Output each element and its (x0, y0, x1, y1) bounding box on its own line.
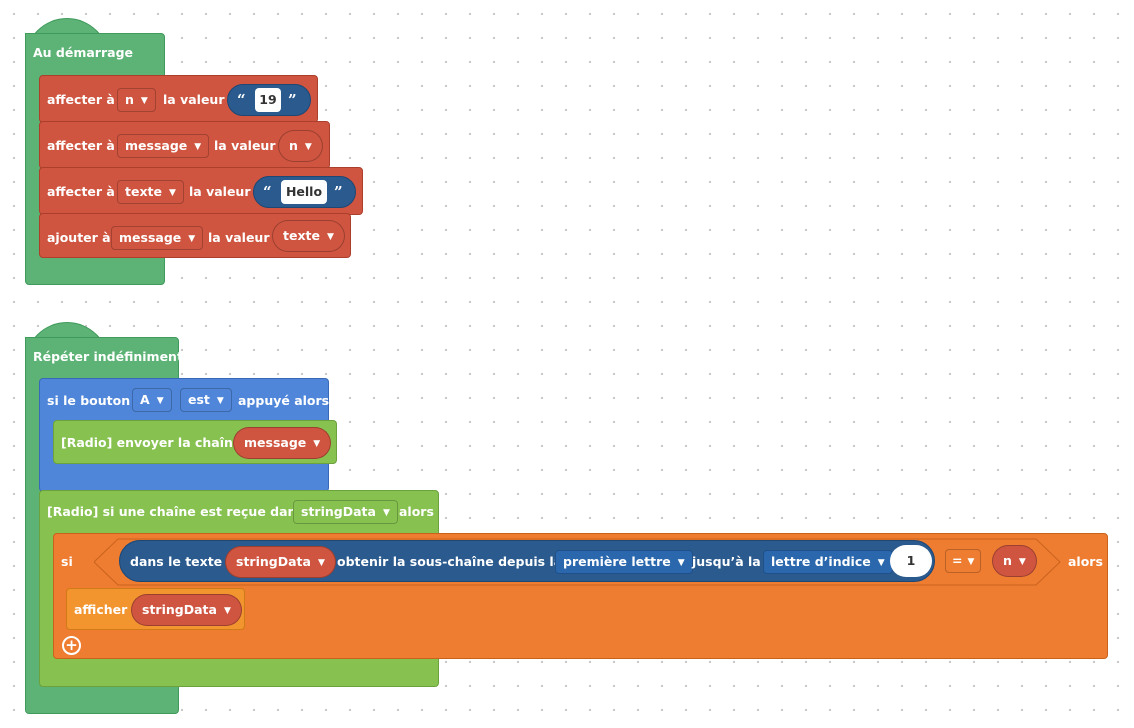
variable-name: stringData (142, 602, 217, 617)
set-texte-block[interactable]: affecter à texte ▼ la valeur “ Hello ” (39, 167, 363, 215)
open-quote-icon: “ (237, 91, 246, 109)
substring-to-dropdown[interactable]: lettre d’indice ▼ (763, 550, 893, 574)
substring-from-dropdown[interactable]: première lettre ▼ (555, 550, 693, 574)
chevron-down-icon: ▼ (140, 96, 148, 106)
variable-stringdata-show-reporter[interactable]: stringData ▼ (131, 594, 242, 626)
to-option: lettre d’indice (771, 554, 871, 569)
button-state: est (188, 392, 210, 407)
variable-name: n (289, 138, 298, 153)
button-state-dropdown[interactable]: est ▼ (180, 388, 232, 412)
chevron-down-icon: ▼ (304, 142, 312, 152)
set-message-label: affecter à (47, 138, 115, 153)
set-n-value-label: la valeur (163, 92, 225, 107)
variable-name: texte (283, 228, 320, 243)
variable-name: texte (125, 184, 162, 199)
show-label: afficher (74, 602, 128, 617)
variable-message-reporter[interactable]: message ▼ (233, 427, 332, 459)
get-substring-label: obtenir la sous-chaîne depuis la (337, 554, 563, 569)
button-select-dropdown[interactable]: A▼ (132, 388, 172, 412)
index-number-input[interactable]: 1 (890, 545, 932, 577)
variable-name: message (125, 138, 188, 153)
chevron-down-icon: ▼ (382, 508, 390, 518)
substring-reporter[interactable]: dans le texte stringData ▼ obtenir la sou… (119, 540, 935, 582)
show-string-block[interactable]: afficher stringData ▼ (66, 588, 245, 630)
start-block-title: Au démarrage (33, 45, 133, 60)
chevron-down-icon: ▼ (317, 558, 325, 568)
forever-block-title: Répéter indéfiniment (33, 349, 183, 364)
change-message-block[interactable]: ajouter à message ▼ la valeur texte ▼ (39, 213, 351, 258)
radio-received-label: [Radio] si une chaîne est reçue dans (47, 504, 304, 519)
string-literal-19[interactable]: “ 19 ” (227, 84, 311, 116)
set-n-block[interactable]: affecter à n▼ la valeur “ 19 ” (39, 75, 318, 123)
variable-name: message (119, 230, 182, 245)
chevron-down-icon: ▼ (223, 606, 231, 616)
chevron-down-icon: ▼ (677, 558, 685, 568)
if-label: si (61, 554, 73, 569)
chevron-down-icon: ▼ (967, 557, 975, 567)
operator-dropdown[interactable]: =▼ (945, 549, 982, 573)
chevron-down-icon: ▼ (1018, 557, 1026, 567)
variable-stringdata-reporter[interactable]: stringData ▼ (225, 546, 336, 578)
variable-name: n (125, 92, 134, 107)
variable-name: n (1003, 553, 1012, 568)
from-option: première lettre (563, 554, 671, 569)
variable-name: message (244, 435, 307, 450)
variable-n-reporter[interactable]: n▼ (278, 130, 323, 162)
open-quote-icon: “ (263, 183, 272, 201)
operator-symbol: = (952, 553, 963, 568)
change-message-label: ajouter à (47, 230, 111, 245)
set-message-block[interactable]: affecter à message▼ la valeur n▼ (39, 121, 330, 169)
close-quote-icon: ” (288, 91, 297, 109)
in-text-label: dans le texte (130, 554, 223, 569)
chevron-down-icon: ▼ (194, 142, 202, 152)
set-n-label: affecter à (47, 92, 115, 107)
change-message-variable-dropdown[interactable]: message ▼ (111, 226, 204, 250)
chevron-down-icon: ▼ (313, 439, 321, 449)
string-input[interactable]: 19 (255, 88, 281, 112)
variable-texte-reporter[interactable]: texte ▼ (272, 220, 345, 252)
chevron-down-icon: ▼ (877, 558, 885, 568)
chevron-down-icon: ▼ (188, 234, 196, 244)
variable-name: stringData (301, 504, 376, 519)
chevron-down-icon: ▼ (216, 396, 224, 406)
then-label: alors (1068, 554, 1103, 569)
set-message-value-label: la valeur (214, 138, 276, 153)
change-message-value-label: la valeur (208, 230, 270, 245)
set-n-variable-dropdown[interactable]: n▼ (117, 88, 156, 112)
button-if-label: si le bouton (47, 393, 131, 408)
set-message-variable-dropdown[interactable]: message ▼ (117, 134, 210, 158)
if-then-block[interactable]: si alors dans le texte stringData ▼ obten… (53, 533, 1108, 659)
string-input[interactable]: Hello (281, 180, 327, 204)
add-else-plus-icon[interactable]: + (62, 636, 81, 655)
variable-n-compare-reporter[interactable]: n▼ (992, 545, 1037, 577)
set-texte-value-label: la valeur (189, 184, 251, 199)
chevron-down-icon: ▼ (168, 188, 176, 198)
set-texte-label: affecter à (47, 184, 115, 199)
received-variable-dropdown[interactable]: stringData ▼ (293, 500, 398, 524)
button-if-suffix: appuyé alors (238, 393, 330, 408)
chevron-down-icon: ▼ (326, 232, 334, 242)
chevron-down-icon: ▼ (156, 396, 164, 406)
string-literal-hello[interactable]: “ Hello ” (253, 176, 356, 208)
to-label: jusqu’à la (692, 554, 761, 569)
radio-send-label: [Radio] envoyer la chaîne (61, 435, 242, 450)
variable-name: stringData (236, 554, 311, 569)
close-quote-icon: ” (334, 183, 343, 201)
radio-received-suffix: alors (399, 504, 434, 519)
radio-send-string-block[interactable]: [Radio] envoyer la chaîne message ▼ (53, 420, 337, 464)
set-texte-variable-dropdown[interactable]: texte ▼ (117, 180, 184, 204)
button-name: A (140, 392, 150, 407)
